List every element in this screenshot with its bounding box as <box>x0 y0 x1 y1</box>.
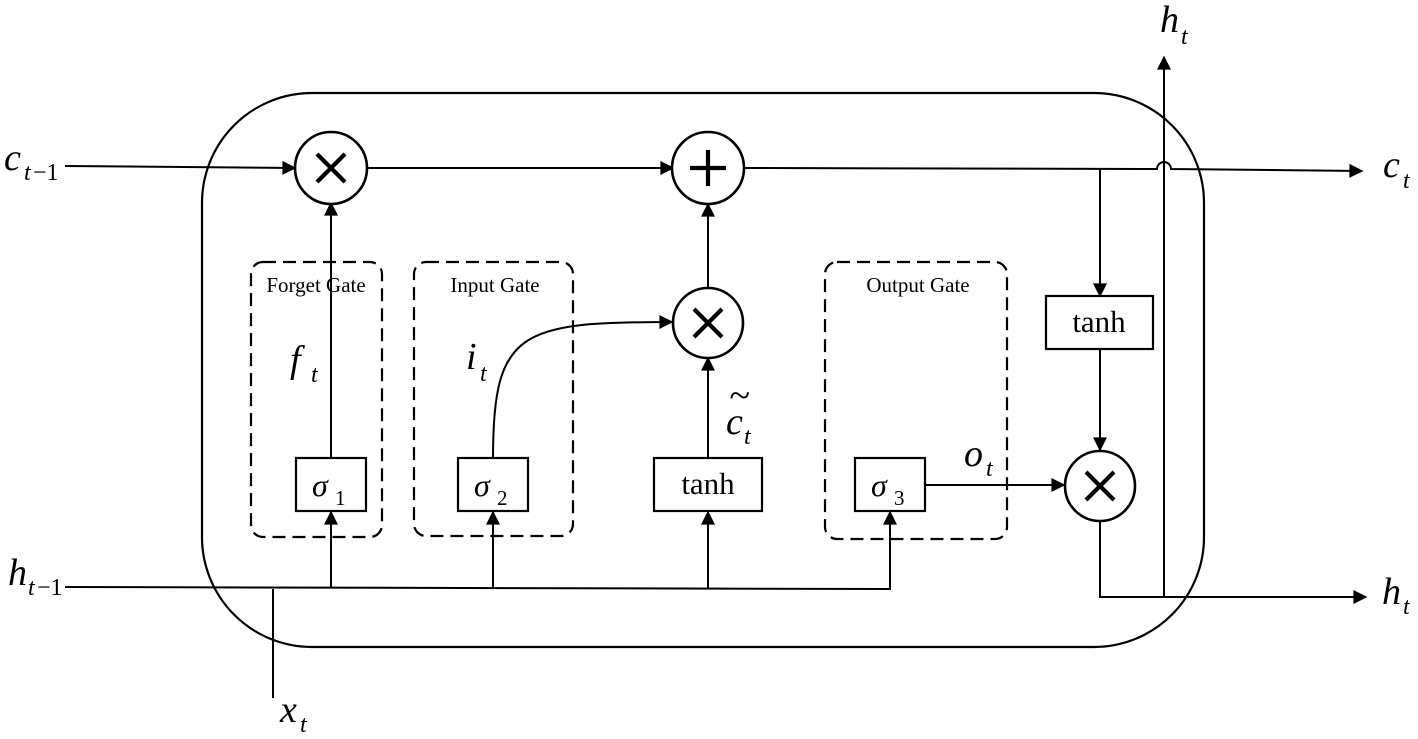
input-gate-label: Input Gate <box>450 273 539 297</box>
svg-text:c: c <box>4 137 21 179</box>
svg-text:−1: −1 <box>33 160 59 186</box>
sigma2-box: σ 2 <box>456 456 530 513</box>
tanh-output-box: tanh <box>1044 294 1155 351</box>
svg-text:tanh: tanh <box>681 466 735 501</box>
input-multiply-operator <box>671 286 745 360</box>
svg-text:t: t <box>28 575 36 601</box>
h-out-right-label: h t <box>1382 571 1411 620</box>
svg-text:t: t <box>1403 168 1411 194</box>
svg-text:t: t <box>300 712 308 738</box>
svg-text:2: 2 <box>497 486 508 510</box>
output-multiply-operator <box>1063 449 1137 523</box>
svg-text:t: t <box>1181 24 1189 50</box>
svg-text:t: t <box>311 362 319 388</box>
x-input-label: x t <box>279 689 308 738</box>
forget-gate-label: Forget Gate <box>266 273 365 297</box>
o-gate-label: o t <box>964 433 994 482</box>
sigma3-box: σ 3 <box>853 456 927 513</box>
svg-text:c: c <box>1383 144 1400 186</box>
forget-multiply-operator <box>293 130 369 206</box>
svg-text:1: 1 <box>335 486 346 510</box>
output-gate-label: Output Gate <box>866 273 969 297</box>
f-gate-label: f t <box>290 339 319 388</box>
svg-text:f: f <box>290 339 305 381</box>
input-gate-curve-arrow <box>492 315 674 459</box>
svg-text:h: h <box>1382 571 1401 613</box>
svg-text:3: 3 <box>894 486 905 510</box>
h-out-top-label: h t <box>1160 0 1189 50</box>
svg-text:t: t <box>744 424 752 450</box>
forget-gate-region <box>249 260 384 539</box>
svg-text:σ: σ <box>474 467 491 503</box>
svg-text:t: t <box>24 160 32 186</box>
svg-text:~: ~ <box>729 375 750 417</box>
output-gate-region <box>823 260 1009 541</box>
svg-text:tanh: tanh <box>1072 304 1126 339</box>
h-prev-label: h t −1 <box>8 552 63 601</box>
svg-text:h: h <box>1160 0 1179 41</box>
cell-add-operator <box>670 130 746 206</box>
svg-text:t: t <box>480 361 488 387</box>
svg-text:i: i <box>466 336 477 378</box>
hidden-output-arrow <box>1099 521 1368 604</box>
c-prev-label: c t −1 <box>4 137 59 186</box>
svg-text:c: c <box>726 401 743 443</box>
sigma1-box: σ 1 <box>294 456 368 513</box>
svg-text:h: h <box>8 552 27 594</box>
c-out-label: c t <box>1383 144 1411 194</box>
i-gate-label: i t <box>466 336 488 387</box>
tanh-candidate-box: tanh <box>652 456 764 513</box>
c-prev-to-multiply-arrow <box>64 160 297 175</box>
svg-text:t: t <box>986 456 994 482</box>
svg-text:x: x <box>279 689 297 731</box>
lstm-cell-boundary <box>200 91 1206 649</box>
svg-text:σ: σ <box>312 467 329 503</box>
cell-state-output-arrow <box>743 161 1364 178</box>
svg-text:o: o <box>964 433 983 475</box>
svg-text:t: t <box>1403 594 1411 620</box>
svg-text:σ: σ <box>871 467 888 503</box>
svg-text:−1: −1 <box>37 575 63 601</box>
c-tilde-label: ~ c t <box>726 375 752 450</box>
h-prev-input-line <box>64 586 892 590</box>
